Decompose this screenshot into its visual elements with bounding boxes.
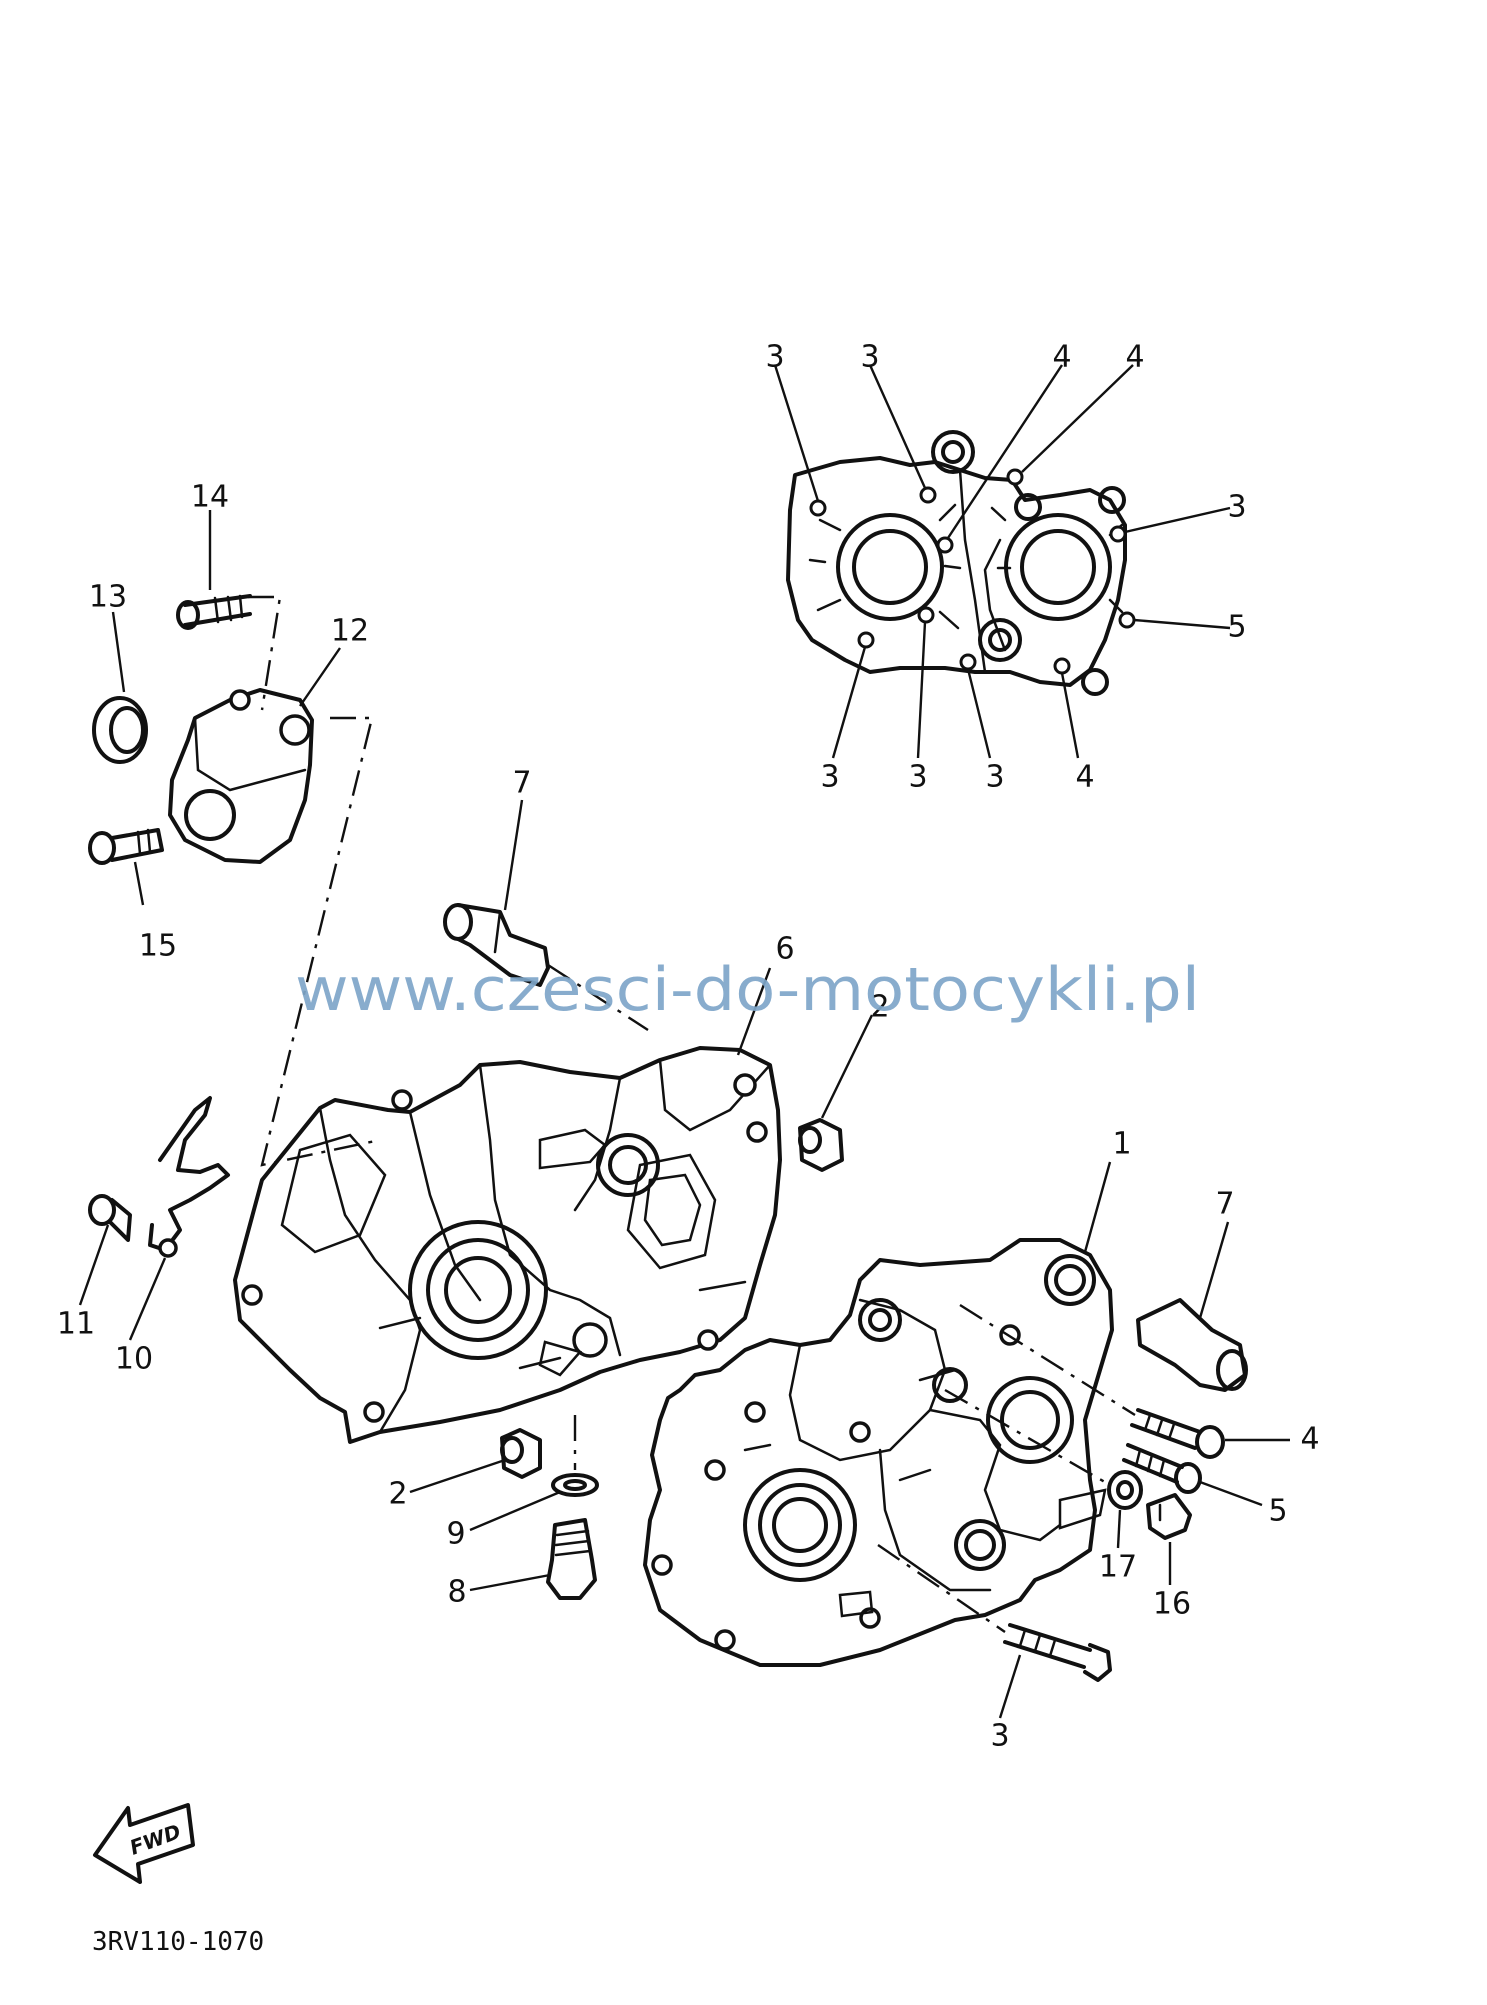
part-4-bolt: 4 bbox=[959, 1303, 1320, 1459]
callout-4-inset-c: 4 bbox=[1075, 760, 1094, 795]
inset-bolt-markers bbox=[809, 468, 1136, 675]
callout-4-inset-a: 4 bbox=[1052, 340, 1071, 375]
callout-7-top: 7 bbox=[512, 766, 531, 801]
callout-9: 9 bbox=[446, 1517, 465, 1552]
callout-3-inset-e: 3 bbox=[908, 760, 927, 795]
part-2-dowel-lower: 2 bbox=[388, 1428, 542, 1512]
callout-11: 11 bbox=[57, 1307, 95, 1342]
callout-4-inset-b: 4 bbox=[1125, 340, 1144, 375]
part-1-right-crankcase bbox=[643, 1238, 1114, 1667]
part-14-screw bbox=[176, 594, 252, 630]
callout-12: 12 bbox=[331, 614, 369, 649]
callout-3-inset-b: 3 bbox=[860, 340, 879, 375]
callout-5-right: 5 bbox=[1268, 1494, 1287, 1529]
part-17-washer: 17 bbox=[944, 1388, 1143, 1585]
callout-14: 14 bbox=[191, 480, 229, 515]
callout-3-inset-f: 3 bbox=[985, 760, 1004, 795]
callout-4-right: 4 bbox=[1300, 1422, 1319, 1457]
part-15-bolt bbox=[88, 828, 164, 865]
part-2-dowel-upper: 2 bbox=[798, 990, 890, 1172]
callout-3-inset-a: 3 bbox=[765, 340, 784, 375]
callout-3-inset-d: 3 bbox=[820, 760, 839, 795]
callout-16: 16 bbox=[1153, 1587, 1191, 1622]
part-8-drain-plug: 8 bbox=[447, 1518, 597, 1610]
watermark-url: www.czesci-do-motocykli.pl bbox=[295, 955, 1200, 1025]
callout-1: 1 bbox=[1112, 1127, 1131, 1162]
part-3-bolt-bottom: 3 bbox=[877, 1544, 1112, 1754]
callout-17: 17 bbox=[1099, 1550, 1137, 1585]
part-9-washer: 9 bbox=[446, 1415, 599, 1552]
callout-6: 6 bbox=[775, 932, 794, 967]
fwd-arrow-icon: FWD bbox=[93, 1803, 195, 1884]
part-13-oil-seal bbox=[92, 696, 148, 764]
callout-7-right: 7 bbox=[1215, 1187, 1234, 1222]
part-5-bolt: 5 bbox=[1122, 1443, 1288, 1529]
callout-3-bottom: 3 bbox=[990, 1719, 1009, 1754]
callout-13: 13 bbox=[89, 580, 127, 615]
callout-3-inset-c: 3 bbox=[1227, 490, 1246, 525]
part-12-bearing-holder bbox=[168, 688, 314, 864]
part-16-bolt: 16 bbox=[1146, 1493, 1192, 1622]
inset-bolt-layout: 3 3 4 4 3 5 3 3 3 4 bbox=[765, 340, 1246, 795]
part-6-left-crankcase bbox=[233, 1046, 782, 1444]
callout-15: 15 bbox=[139, 929, 177, 964]
part-11-bolt: 11 bbox=[57, 1194, 132, 1342]
callout-5-inset: 5 bbox=[1227, 610, 1246, 645]
part-7-dowel-pin-top: 7 bbox=[443, 766, 649, 1032]
callout-2-lower: 2 bbox=[388, 1477, 407, 1512]
diagram-code: 3RV110-1070 bbox=[92, 1927, 264, 1957]
callout-2-upper: 2 bbox=[870, 990, 889, 1025]
callout-10: 10 bbox=[115, 1342, 153, 1377]
part-10-stopper-plate: 10 bbox=[115, 1096, 230, 1377]
part-7-dowel-pin-right: 7 bbox=[1136, 1187, 1248, 1392]
callout-8: 8 bbox=[447, 1575, 466, 1610]
